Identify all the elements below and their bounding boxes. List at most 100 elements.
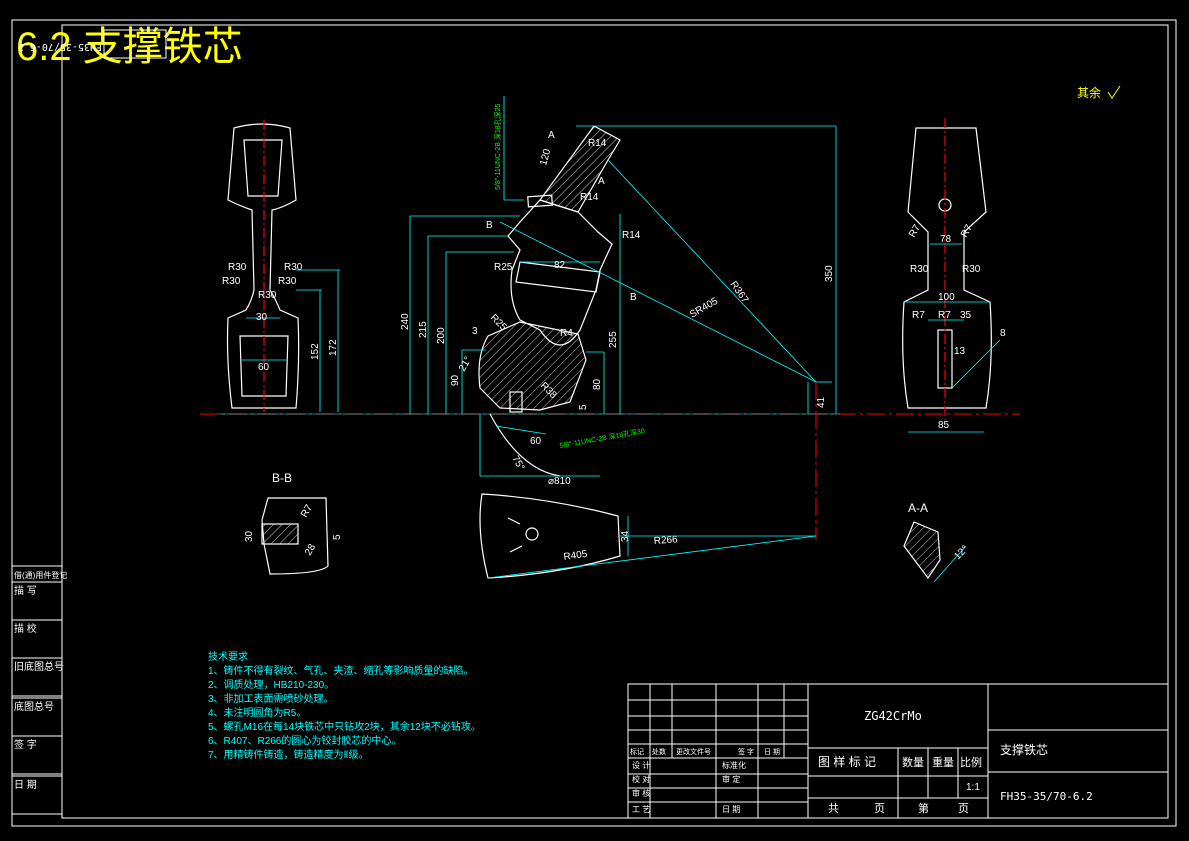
tech-req-item: 1、铸件不得有裂纹、气孔、夹渣、缩孔等影响质量的缺陷。	[208, 664, 474, 677]
left-strip-label: 描 校	[14, 622, 37, 635]
aa-view-dimension-labels: 12°	[952, 544, 970, 562]
rev-header-label: 处数	[652, 747, 666, 756]
left-dim-label: 60	[258, 362, 270, 373]
main-dim-label: R14	[588, 138, 607, 149]
main-dim-label: R4	[560, 328, 573, 339]
left-dim-label: 30	[256, 312, 268, 323]
sign-row-label: 标准化	[722, 760, 746, 770]
main-dim-label: 5	[578, 404, 589, 410]
right-dim-label: R30	[962, 264, 981, 275]
right-dim-label: 100	[938, 292, 955, 303]
right-view	[902, 118, 992, 420]
main-dim-label: B	[486, 220, 493, 231]
drawing-number-label: FH35-35/70-6.2	[1000, 790, 1093, 803]
sign-row-label: 日 期	[722, 805, 740, 814]
bottom-view	[479, 493, 621, 579]
main-dim-label: R14	[622, 230, 641, 241]
main-dim-label: 90	[450, 374, 461, 386]
sign-row-label: 校 对	[632, 774, 650, 784]
title-header-label: 比例	[960, 755, 982, 769]
main-view-upper-band	[515, 261, 601, 293]
tech-req-item: 7、用精铸件铸造，铸造精度为Ⅱ级。	[208, 748, 368, 761]
aa-view	[903, 521, 941, 580]
rev-header-label: 日 期	[764, 748, 780, 756]
sheet-label: 页	[874, 803, 885, 815]
stamp-code: FH35-35/70-6.2	[18, 41, 102, 52]
bb-dim-label: R7	[299, 503, 315, 520]
right-dim-label: 8	[1000, 328, 1006, 339]
roughness-note: 其余	[1077, 85, 1101, 100]
scale-label: 1:1	[966, 782, 980, 793]
main-dim-label: 60	[530, 436, 542, 447]
part-name-label: 支撑铁芯	[1000, 742, 1048, 757]
main-view	[478, 125, 621, 477]
right-dim-label: R7	[912, 310, 925, 321]
bottom-dim-label: R266	[653, 534, 678, 547]
rev-header-label: 标记	[630, 747, 644, 756]
right-view-outline	[902, 127, 992, 409]
main-dim-label: 5/8"-11UNC-2B 深18孔深25	[493, 104, 502, 190]
left-view-dims	[242, 269, 340, 412]
main-view-lower-section	[478, 321, 587, 411]
left-strip-label: 签 字	[14, 738, 37, 751]
left-view-lower-inner	[239, 335, 289, 397]
left-dim-label: R30	[258, 290, 277, 301]
left-dim-label: R30	[228, 262, 247, 273]
main-dim-label: 80	[592, 378, 603, 390]
right-dim-label: 78	[940, 234, 952, 245]
bb-view-hatch	[261, 523, 299, 545]
main-dim-label: 41	[816, 396, 827, 408]
sign-row-label: 工 艺	[632, 805, 650, 814]
left-strip-label: 日 期	[14, 779, 37, 791]
left-dim-label: 152	[310, 343, 321, 360]
left-view-outline	[226, 123, 300, 409]
title-header-label: 图 样 标 记	[818, 754, 876, 769]
main-dim-label: R25	[494, 262, 513, 273]
left-dim-label: 172	[328, 339, 339, 356]
sheet-label: 第	[918, 801, 929, 815]
right-dim-label: R7	[959, 223, 975, 240]
main-dim-label: 240	[400, 313, 411, 330]
tech-req-item: 6、R407、R266的圆心为铰封胶芯的中心。	[208, 734, 401, 747]
left-strip-label: 底图总号	[14, 700, 54, 713]
title-block-text: ZG42CrMo支撑铁芯FH35-35/70-6.21:1图 样 标 记数量重量…	[630, 709, 1093, 815]
sign-row-label: 审 核	[632, 788, 650, 798]
main-dim-label: 120	[538, 147, 553, 166]
bottom-dim-label: 34	[620, 530, 631, 542]
main-dim-label: SR405	[688, 296, 720, 321]
left-dim-label: R30	[278, 276, 297, 287]
sheet-label: 共	[828, 802, 839, 815]
main-dim-label: B	[630, 292, 637, 303]
title-block	[627, 683, 1169, 819]
tech-req-item: 2、调质处理，HB210-230。	[208, 679, 334, 691]
aa-view-dims	[933, 545, 967, 583]
main-view-hole-top	[527, 194, 554, 208]
sheet-label: 页	[958, 803, 969, 815]
aa-view-outline	[903, 521, 941, 580]
left-strip-cell	[11, 775, 63, 815]
main-dim-label: A	[598, 176, 605, 187]
rev-header-label: 签 字	[738, 747, 754, 756]
rev-header-label: 更改文件号	[676, 747, 711, 756]
main-dim-label: 350	[824, 265, 835, 282]
stamp-box	[103, 29, 167, 59]
right-dim-label: 13	[954, 346, 966, 357]
main-dim-label: R367	[728, 279, 751, 305]
main-dim-label: 255	[608, 331, 619, 348]
roughness-symbol-icon	[1107, 85, 1121, 99]
main-dim-label: 82	[554, 260, 566, 271]
main-dim-label: R14	[580, 192, 599, 203]
right-dim-label: R30	[910, 264, 929, 275]
section-bb-label: B-B	[272, 471, 292, 485]
bottom-view-dims	[487, 516, 817, 579]
bb-dim-label: 28	[303, 542, 318, 558]
bb-view-outline	[261, 497, 329, 575]
main-dim-label: A	[548, 130, 555, 141]
left-strip-cell	[11, 657, 63, 697]
